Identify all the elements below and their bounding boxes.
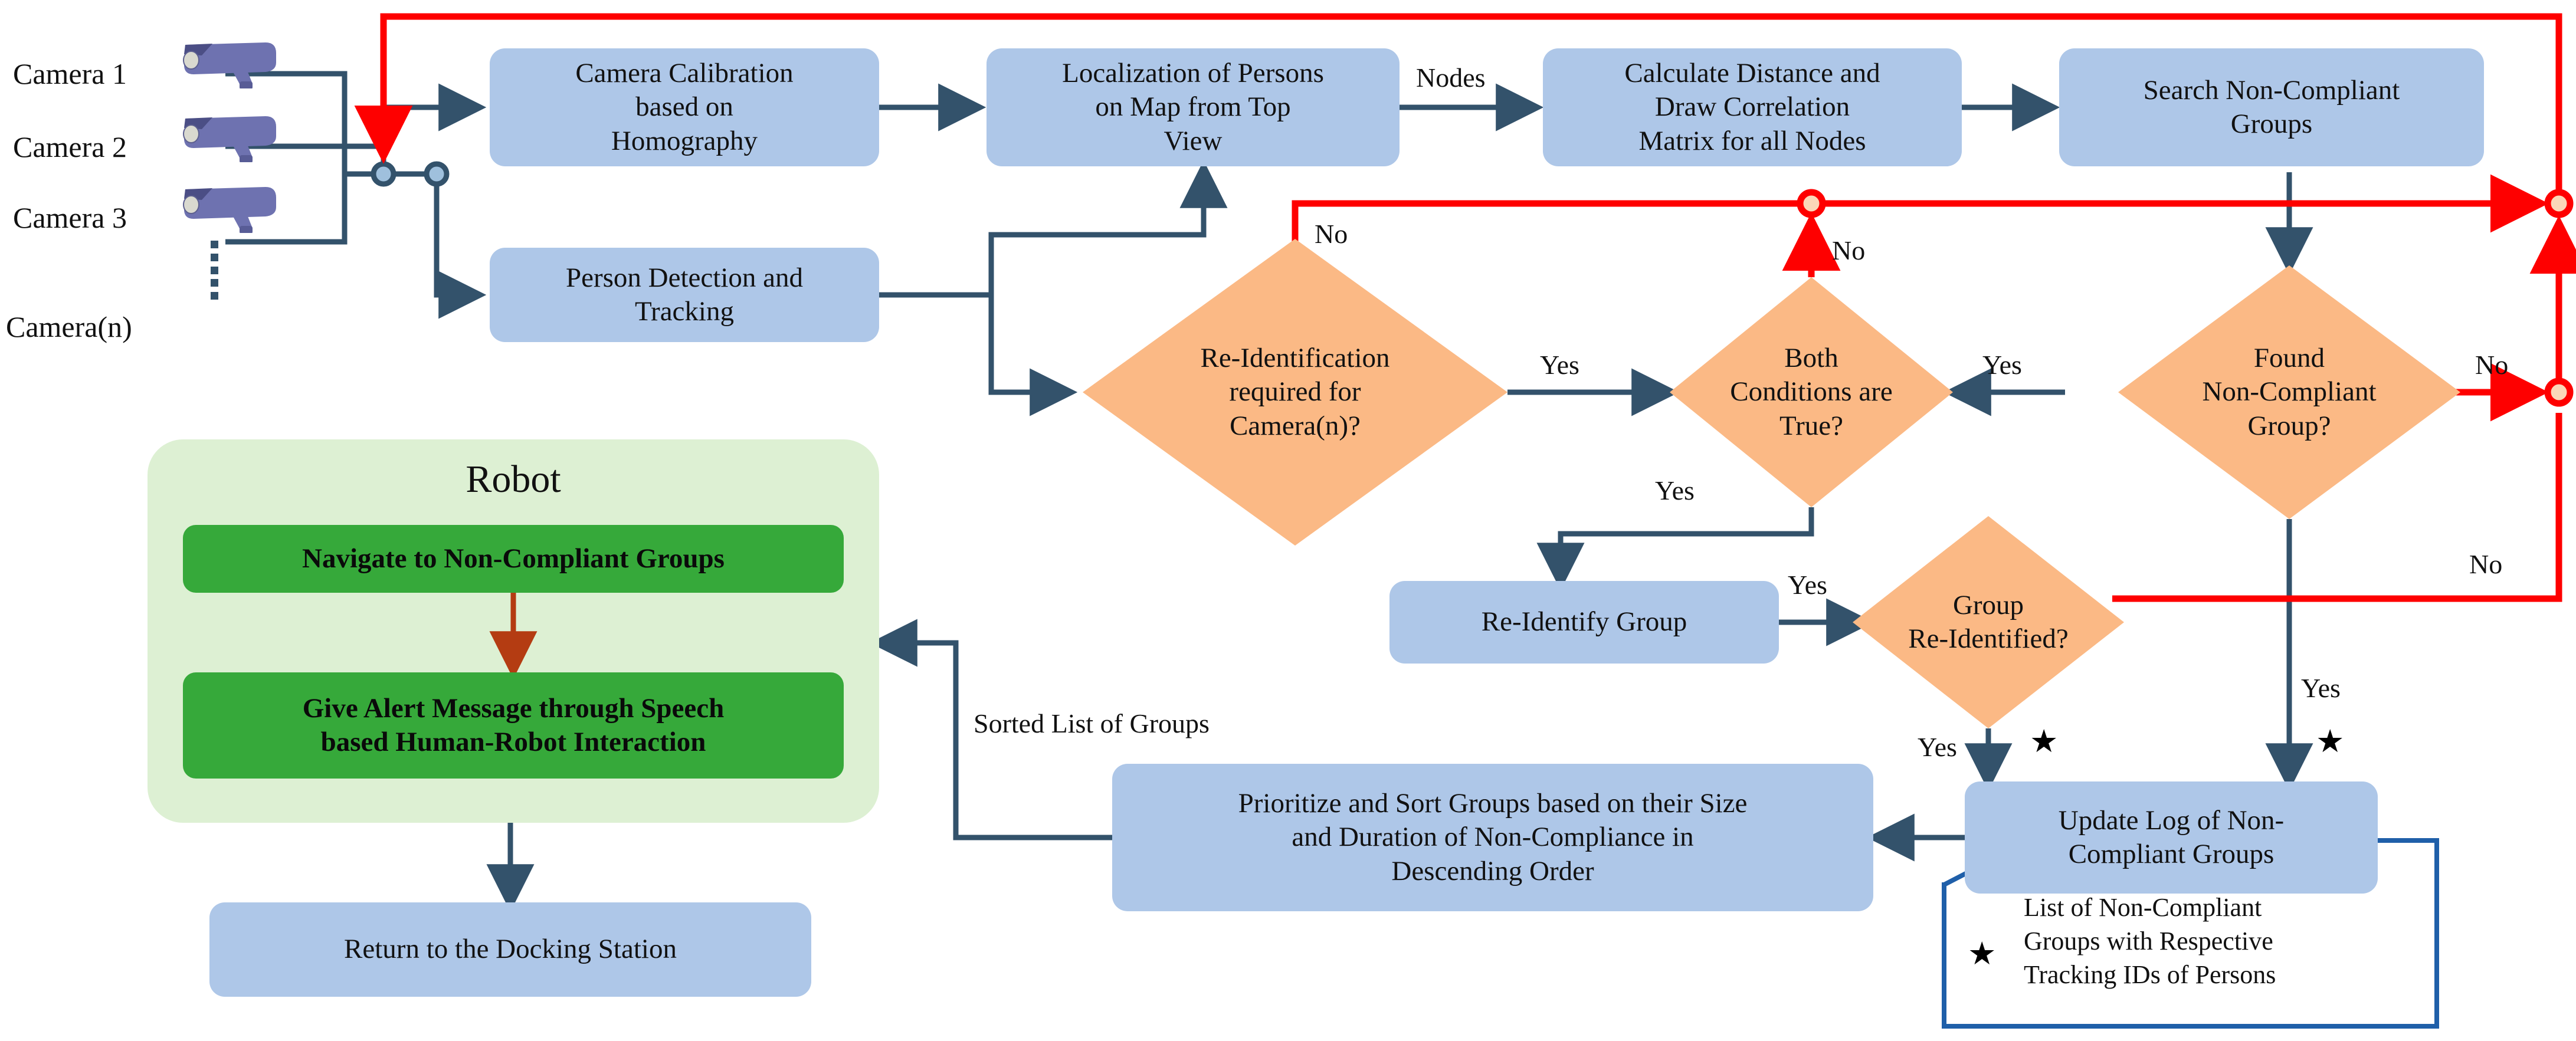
camera-label-1: Camera 1 — [13, 57, 127, 90]
legend-star-icon: ★ — [1968, 936, 1997, 971]
edge-label-group-reid-yes: Yes — [1918, 732, 1957, 762]
cctv-camera-icon — [177, 180, 283, 236]
decision-found-group — [2118, 265, 2460, 519]
robot-panel-title: Robot — [466, 458, 561, 501]
star-marker-icon: ★ — [2316, 724, 2345, 759]
edge-label-reidentify-yes: Yes — [1788, 570, 1827, 600]
process-re-identify-group[interactable]: Re-Identify Group — [1389, 581, 1779, 664]
process-prioritize-sort[interactable]: Prioritize and Sort Groups based on thei… — [1112, 764, 1873, 911]
decision-group-reid — [1853, 516, 2124, 728]
edge-label-group-reid-no: No — [2469, 549, 2503, 579]
edge-label-found-no: No — [2475, 350, 2509, 380]
edge-label-nodes: Nodes — [1416, 63, 1486, 93]
decision-reid-required — [1083, 239, 1507, 546]
edge-label-reid-no: No — [1315, 219, 1348, 249]
camera-label-n: Camera(n) — [6, 310, 132, 343]
camera-label-2: Camera 2 — [13, 130, 127, 163]
edge-label-sorted-list: Sorted List of Groups — [974, 708, 1210, 738]
edge-label-both-no: No — [1832, 235, 1866, 265]
process-return-docking[interactable]: Return to the Docking Station — [209, 902, 811, 997]
star-marker-icon: ★ — [2030, 724, 2059, 759]
cctv-camera-icon — [177, 109, 283, 165]
edge-label-both-yes-down: Yes — [1655, 475, 1695, 505]
edge-label-reid-yes: Yes — [1540, 350, 1579, 380]
decision-both-conditions — [1670, 277, 1953, 507]
camera-ellipsis-icon — [209, 241, 219, 300]
edge-label-found-yes-down: Yes — [2301, 673, 2341, 703]
cctv-camera-icon — [177, 35, 283, 91]
process-update-log[interactable]: Update Log of Non-Compliant Groups — [1965, 781, 2378, 894]
camera-label-3: Camera 3 — [13, 201, 127, 234]
edge-label-both-yes-right: Yes — [1982, 350, 2022, 380]
robot-action-navigate[interactable]: Navigate to Non-Compliant Groups — [183, 525, 844, 593]
